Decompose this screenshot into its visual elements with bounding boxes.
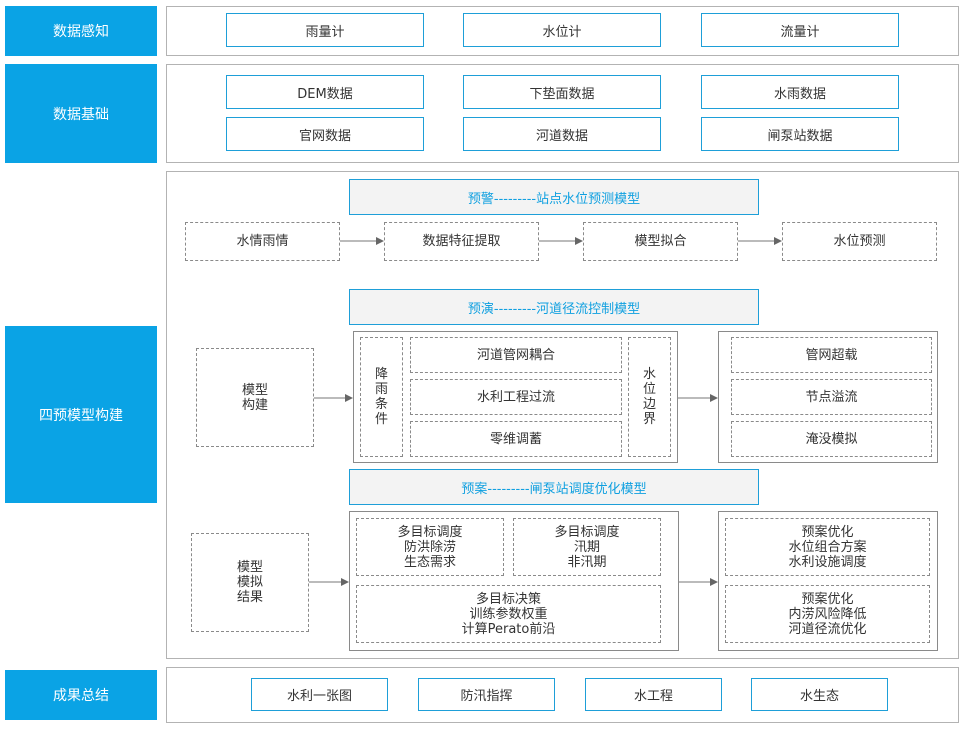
plan-box-line: 非汛期 — [567, 554, 607, 570]
rehearsal-title: 预演---------河道径流控制模型 — [349, 289, 759, 325]
result-item-water-map: 水利一张图 — [251, 678, 388, 711]
rehearsal-model-build-line: 模型 — [241, 382, 268, 398]
foundation-item-pipe-network: 官网数据 — [226, 117, 424, 151]
plan-model-result-line: 模型 — [236, 560, 263, 575]
warning-step-feature-extraction: 数据特征提取 — [384, 222, 539, 261]
plan-box-line: 训练参数权重 — [469, 606, 548, 622]
rehearsal-rain-condition: 降 雨 条 件 — [360, 337, 403, 457]
warning-step-model-fitting: 模型拟合 — [583, 222, 738, 261]
result-item-water-engineering: 水工程 — [585, 678, 722, 711]
plan-box-line: 防洪除涝 — [403, 539, 456, 555]
plan-output-line: 内涝风险降低 — [788, 606, 867, 622]
plan-box-flood-eco: 多目标调度 防洪除涝 生态需求 — [356, 518, 504, 576]
plan-output-water-level-scheme: 预案优化 水位组合方案 水利设施调度 — [725, 518, 930, 576]
water-boundary-char: 边 — [642, 397, 656, 412]
row-label-perception: 数据感知 — [5, 6, 157, 56]
foundation-item-river: 河道数据 — [463, 117, 661, 151]
row-label-foundation: 数据基础 — [5, 64, 157, 163]
plan-box-line: 多目标决策 — [475, 591, 541, 607]
rehearsal-output-pipe-overload: 管网超载 — [731, 337, 932, 373]
result-item-flood-command: 防汛指挥 — [418, 678, 555, 711]
plan-model-result: 模型 模拟 结果 — [191, 533, 309, 632]
water-boundary-char: 界 — [642, 412, 656, 427]
rehearsal-hydraulic-flow: 水利工程过流 — [410, 379, 622, 415]
foundation-item-sluice-pump: 闸泵站数据 — [701, 117, 899, 151]
rain-condition-char: 件 — [374, 412, 388, 427]
plan-box-line: 计算Perato前沿 — [461, 621, 556, 637]
plan-model-result-line: 模拟 — [236, 575, 263, 590]
rehearsal-model-build: 模型 构建 — [196, 348, 314, 447]
rehearsal-zero-dim-storage: 零维调蓄 — [410, 421, 622, 457]
rehearsal-output-inundation: 淹没模拟 — [731, 421, 932, 457]
perception-item-flow-meter: 流量计 — [701, 13, 899, 47]
rehearsal-model-build-line: 构建 — [241, 397, 268, 413]
perception-item-water-level-gauge: 水位计 — [463, 13, 661, 47]
plan-output-line: 水利设施调度 — [788, 554, 867, 570]
plan-output-line: 预案优化 — [801, 524, 854, 540]
plan-output-line: 预案优化 — [801, 591, 854, 607]
plan-box-line: 多目标调度 — [397, 524, 463, 540]
row-label-models: 四预模型构建 — [5, 326, 157, 503]
plan-box-line: 生态需求 — [403, 554, 456, 570]
plan-output-line: 河道径流优化 — [788, 621, 867, 637]
rain-condition-char: 雨 — [374, 382, 388, 397]
rain-condition-char: 降 — [374, 367, 388, 382]
warning-title: 预警---------站点水位预测模型 — [349, 179, 759, 215]
plan-box-line: 汛期 — [573, 539, 600, 555]
rehearsal-water-boundary: 水 位 边 界 — [628, 337, 671, 457]
plan-box-line: 多目标调度 — [554, 524, 620, 540]
rain-condition-char: 条 — [374, 397, 388, 412]
foundation-item-hydro-rain: 水雨数据 — [701, 75, 899, 109]
warning-step-water-level-prediction: 水位预测 — [782, 222, 937, 261]
foundation-item-underlying-surface: 下垫面数据 — [463, 75, 661, 109]
warning-step-hydro-rain: 水情雨情 — [185, 222, 340, 261]
foundation-item-dem: DEM数据 — [226, 75, 424, 109]
plan-box-season: 多目标调度 汛期 非汛期 — [513, 518, 661, 576]
row-label-results: 成果总结 — [5, 670, 157, 720]
rehearsal-output-node-overflow: 节点溢流 — [731, 379, 932, 415]
plan-model-result-line: 结果 — [236, 590, 263, 605]
rehearsal-river-pipe-coupling: 河道管网耦合 — [410, 337, 622, 373]
result-item-water-ecology: 水生态 — [751, 678, 888, 711]
perception-item-rain-gauge: 雨量计 — [226, 13, 424, 47]
plan-box-decision: 多目标决策 训练参数权重 计算Perato前沿 — [356, 585, 661, 643]
water-boundary-char: 位 — [642, 382, 656, 397]
plan-output-risk-reduction: 预案优化 内涝风险降低 河道径流优化 — [725, 585, 930, 643]
plan-output-line: 水位组合方案 — [788, 539, 867, 555]
plan-title: 预案---------闸泵站调度优化模型 — [349, 469, 759, 505]
water-boundary-char: 水 — [642, 367, 656, 382]
